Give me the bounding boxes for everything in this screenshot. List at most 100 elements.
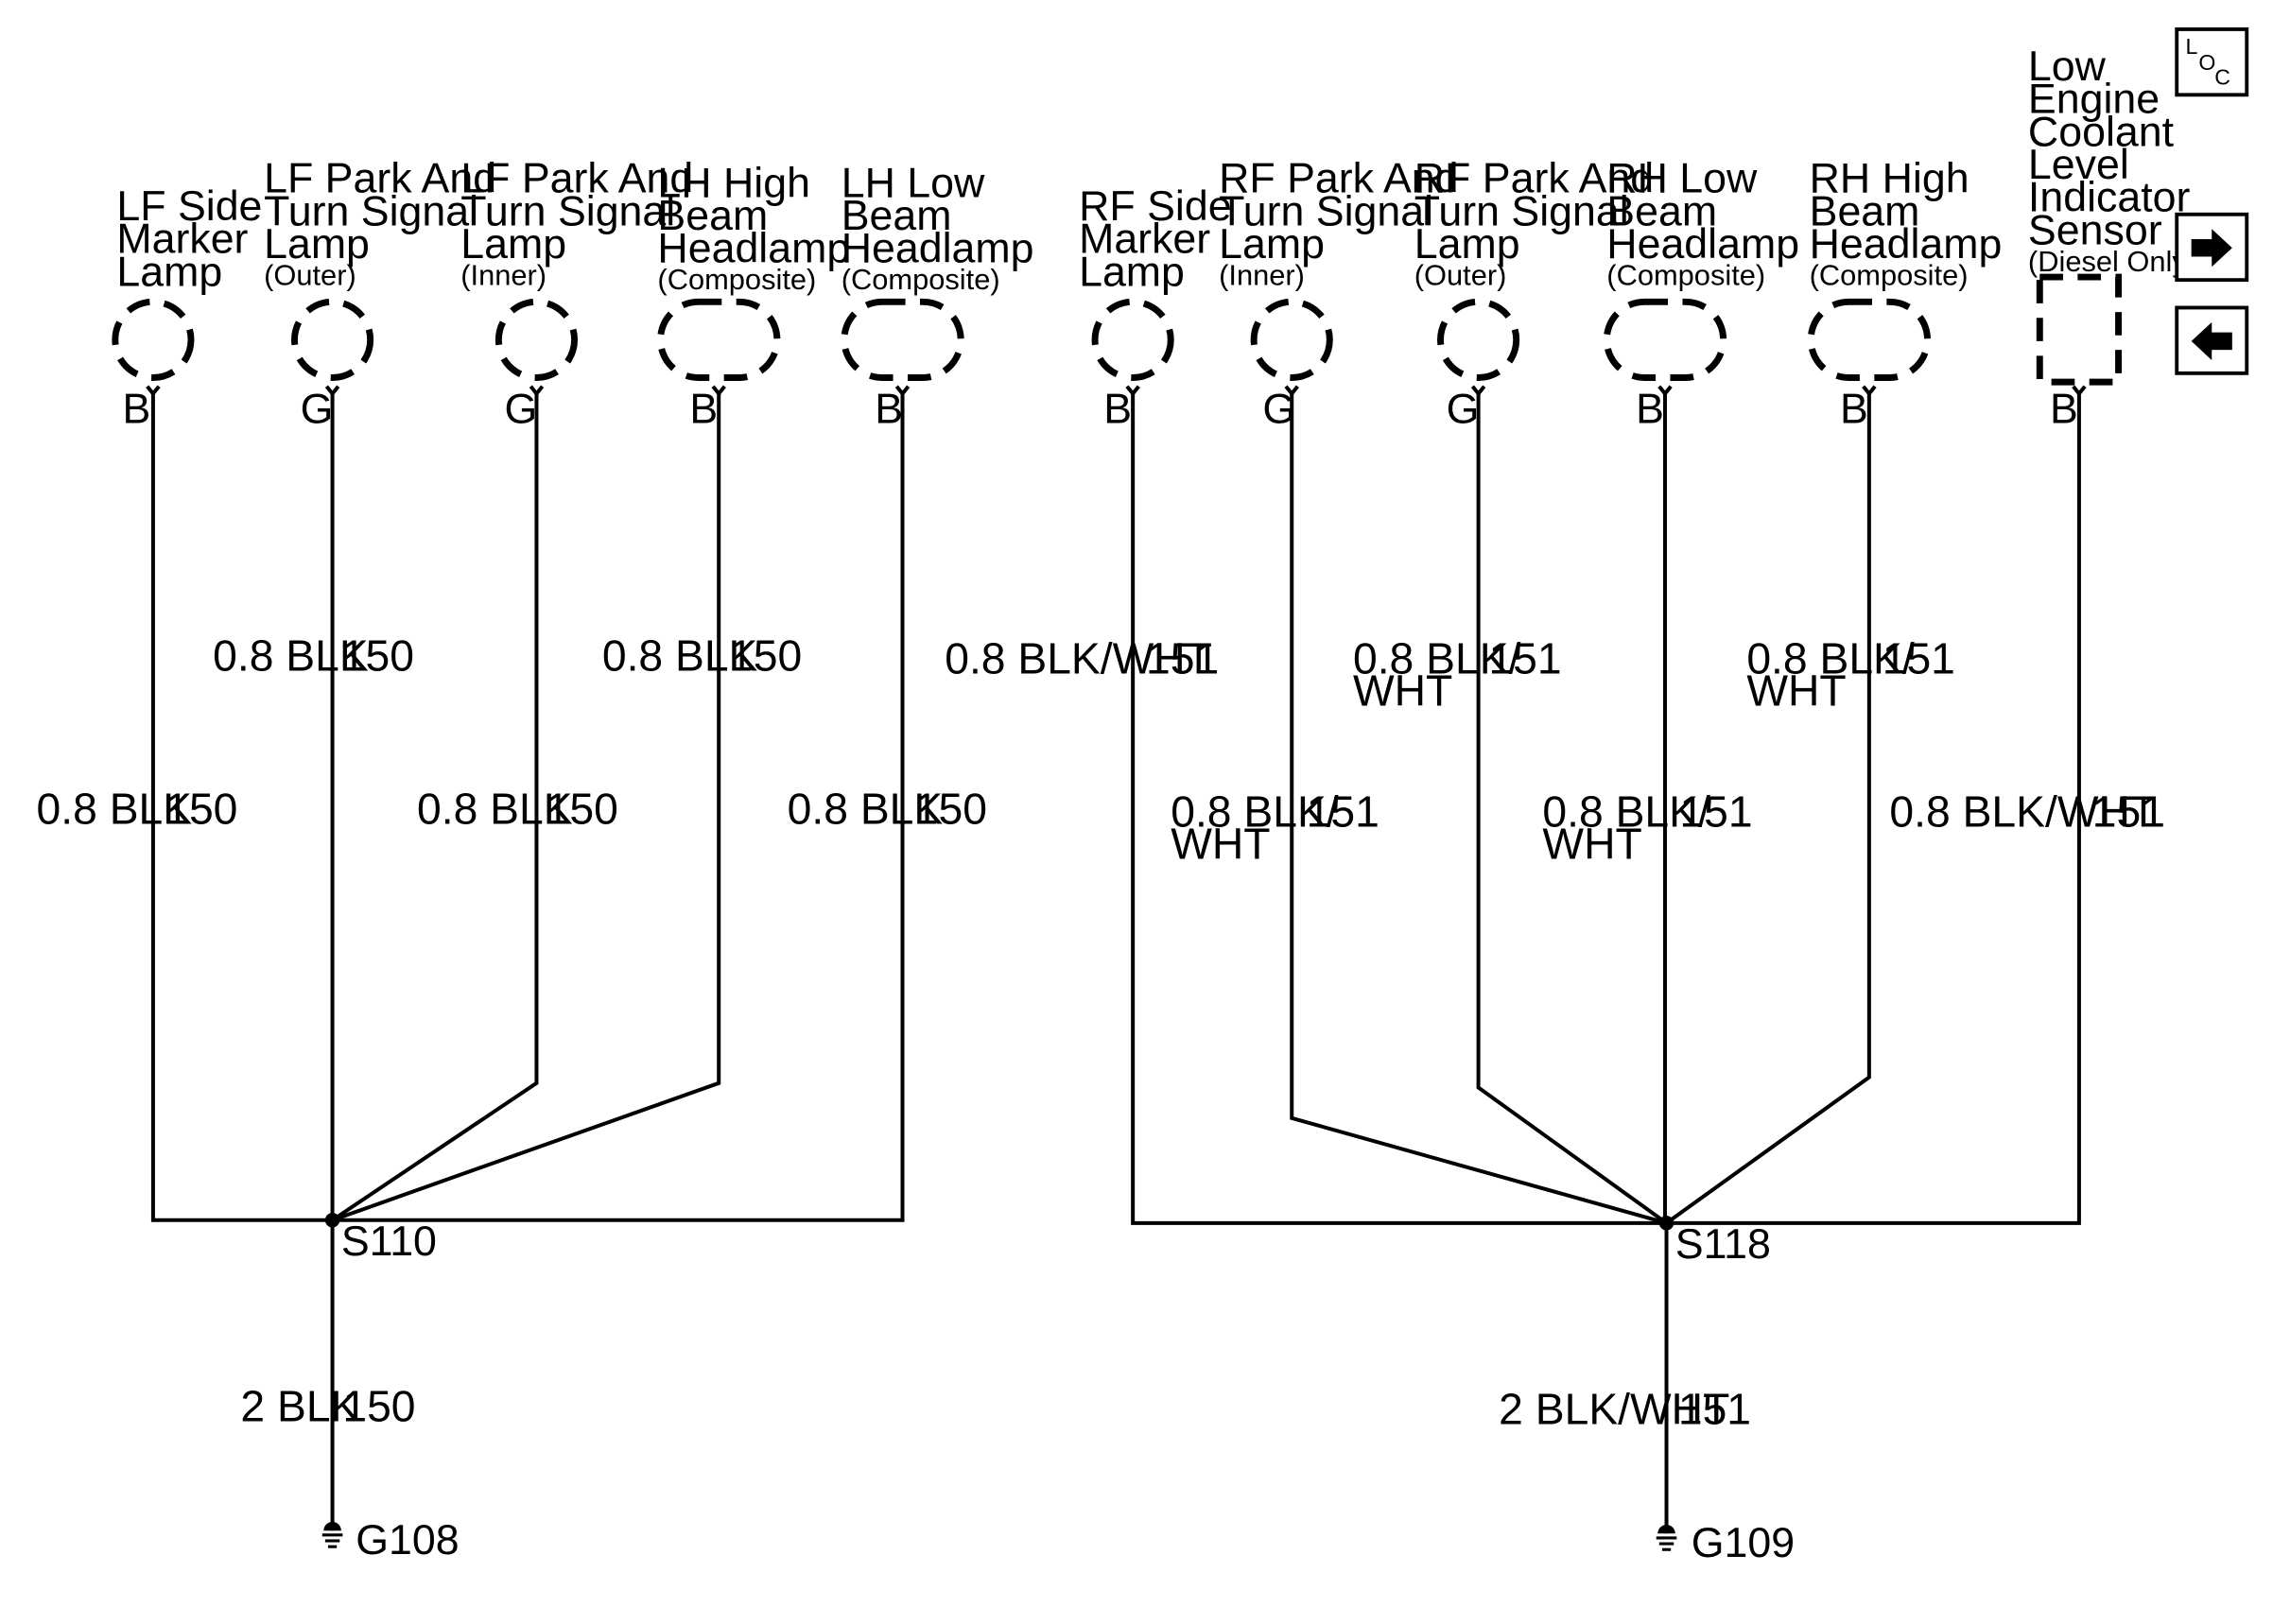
circuit-number: 150 xyxy=(342,1382,415,1431)
component-label: RF Park And xyxy=(1219,156,1458,202)
component-label: RF Side xyxy=(1079,183,1231,230)
component-label: Beam xyxy=(1606,188,1717,234)
ground-icon xyxy=(1656,1525,1677,1551)
component-sublabel: (Composite) xyxy=(657,263,816,296)
pin-label: G xyxy=(301,386,334,432)
pin-label: B xyxy=(1103,386,1132,432)
component-label: Level xyxy=(2028,142,2129,188)
component-label: Engine xyxy=(2028,77,2160,123)
component-sublabel: (Outer) xyxy=(1414,259,1507,292)
circuit-number: 150 xyxy=(729,631,802,680)
wire-gauge-color: 0.8 BLK/ xyxy=(1171,786,1339,836)
wire-rf-side-marker: 0.8 BLK/WHT 151 xyxy=(945,393,1667,1225)
component-label: Beam xyxy=(1810,188,1920,234)
wire-path xyxy=(1131,393,1667,1225)
circuit-number: 151 xyxy=(2092,786,2165,836)
connector-pin xyxy=(711,385,726,397)
component-label: Lamp xyxy=(1219,221,1325,268)
arrow-right-icon[interactable] xyxy=(2175,212,2249,283)
component-label: Marker xyxy=(1079,216,1210,263)
wire-path xyxy=(1476,393,1668,1225)
wire-gauge-color: 0.8 BLK xyxy=(602,631,758,680)
connector-pin xyxy=(1862,385,1877,397)
component-label: Lamp xyxy=(116,249,222,295)
pin-label: B xyxy=(1840,386,1868,432)
wire-path xyxy=(1290,393,1668,1225)
wire-path xyxy=(150,393,333,1222)
circuit-number: 150 xyxy=(165,784,237,833)
component-label: Coolant xyxy=(2028,109,2175,155)
location-icon[interactable]: LOC xyxy=(2175,27,2249,97)
component-outline xyxy=(1437,298,1520,381)
wire-path xyxy=(331,393,721,1222)
wire-gauge-color: 0.8 BLK/ xyxy=(1542,786,1710,836)
component-sublabel: (Diesel Only) xyxy=(2028,245,2196,278)
component-outline xyxy=(495,298,579,381)
component-outline xyxy=(1250,298,1333,381)
circuit-number: 151 xyxy=(1307,786,1379,836)
component-label: Headlamp xyxy=(1606,221,1799,268)
component-sublabel: (Composite) xyxy=(1606,259,1765,292)
circuit-number: 150 xyxy=(546,784,618,833)
arrow-left-icon[interactable] xyxy=(2175,305,2249,375)
component-label: RH High xyxy=(1810,156,1969,202)
component-outline xyxy=(841,298,964,381)
component-coolant-sensor: LowEngineCoolantLevelIndicatorSensor(Die… xyxy=(2028,43,2196,432)
splice-dot xyxy=(1658,1216,1674,1231)
pin-label: G xyxy=(505,386,538,432)
component-label: LH Low xyxy=(842,160,985,206)
wire-gauge-color: 2 BLK xyxy=(240,1382,359,1431)
component-sublabel: (Outer) xyxy=(264,259,356,292)
component-label: LF Side xyxy=(116,183,262,230)
component-label: Beam xyxy=(842,193,952,239)
wire-gauge-color: 0.8 BLK xyxy=(37,784,193,833)
component-sublabel: (Inner) xyxy=(460,259,547,292)
component-outline xyxy=(1807,298,1932,381)
component-label: Headlamp xyxy=(657,226,850,272)
wire-path xyxy=(1666,393,2081,1225)
connector-pin xyxy=(146,385,161,397)
connector-pin xyxy=(1125,385,1140,397)
circuit-number: 150 xyxy=(341,631,414,680)
circuit-number: 150 xyxy=(914,784,987,833)
wire-gauge-color: WHT xyxy=(1746,665,1846,715)
wire-gauge-color: WHT xyxy=(1171,819,1270,868)
wire-rf-park-inner: 0.8 BLK/WHT 151 xyxy=(1171,393,1668,1225)
circuit-number: 151 xyxy=(1679,786,1752,836)
pin-label: B xyxy=(2050,386,2078,432)
component-label: Lamp xyxy=(460,221,566,268)
connector-pin xyxy=(324,385,340,397)
component-label: Marker xyxy=(116,216,248,263)
component-label: Headlamp xyxy=(1810,221,2003,268)
wire-path xyxy=(1665,393,1871,1225)
connector-pin xyxy=(1470,385,1486,397)
circuit-number: 151 xyxy=(1488,634,1561,683)
component-label: LH High xyxy=(657,160,810,206)
pin-label: B xyxy=(1636,386,1664,432)
pin-label: B xyxy=(875,386,903,432)
ground-label: G108 xyxy=(356,1517,459,1564)
splice-dot xyxy=(324,1213,340,1228)
connector-pin xyxy=(1657,385,1673,397)
component-label: Headlamp xyxy=(842,226,1034,272)
component-label: RF Park And xyxy=(1414,156,1654,202)
component-label: LF Park And xyxy=(460,156,693,202)
component-outline xyxy=(1091,298,1174,381)
component-label: LF Park And xyxy=(264,156,496,202)
pin-label: B xyxy=(689,386,718,432)
splice-label: S110 xyxy=(341,1218,437,1265)
component-sublabel: (Inner) xyxy=(1219,259,1305,292)
